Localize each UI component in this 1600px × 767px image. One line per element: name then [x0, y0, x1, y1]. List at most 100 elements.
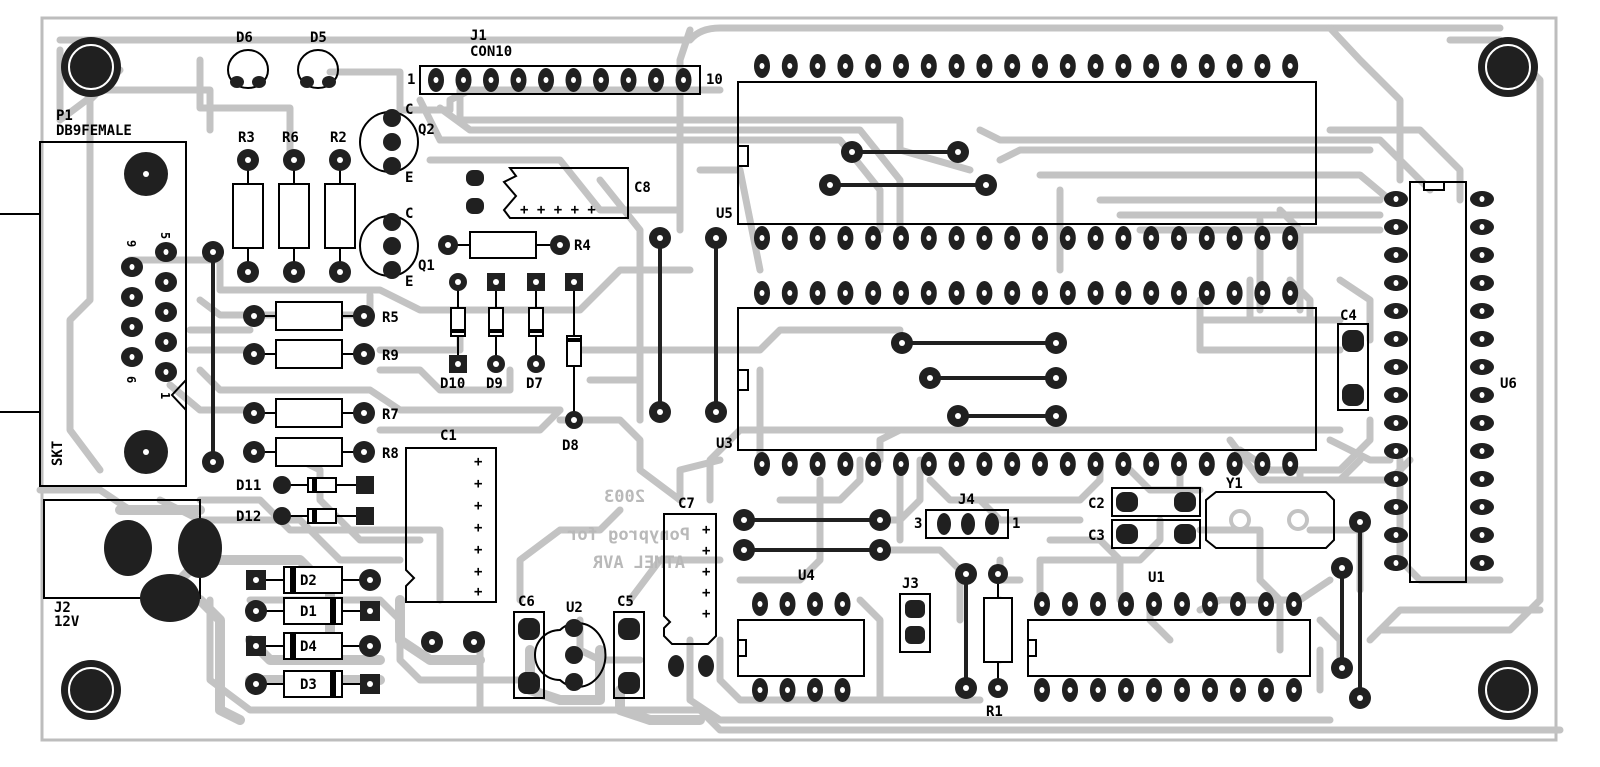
- label-d3: D3: [300, 677, 317, 693]
- link-pad: [841, 141, 863, 163]
- wire-link: [947, 405, 1067, 427]
- ic-pin: [1470, 415, 1494, 431]
- resistor-pad: [243, 305, 265, 327]
- label-skt: SKT: [50, 441, 66, 466]
- horizontal-resistor: [243, 339, 375, 369]
- ic-pin: [1143, 226, 1160, 250]
- ic-pin: [1174, 678, 1190, 702]
- transistor-q1: C E Q1: [359, 206, 435, 290]
- diode-pad: [360, 674, 380, 694]
- ic-pin: [1230, 678, 1246, 702]
- ic-pin: [1226, 452, 1243, 476]
- ic-pin: [779, 678, 796, 702]
- c1-plus-3: +: [474, 498, 482, 514]
- db9-pin: [121, 287, 143, 307]
- ic-pin: [1115, 452, 1132, 476]
- j1-pin: [455, 68, 472, 92]
- ic-pin: [1059, 452, 1076, 476]
- label-c1: C1: [440, 428, 457, 444]
- label-u4: U4: [798, 568, 815, 584]
- db9-pin: [155, 272, 177, 292]
- c7-plus-5: +: [702, 606, 710, 622]
- label-j1-pin10: 10: [706, 72, 723, 88]
- ic-pin: [1198, 281, 1215, 305]
- resistor-pad: [237, 149, 259, 171]
- label-j4-pin3: 3: [914, 516, 922, 532]
- ic-pin: [976, 226, 993, 250]
- ic-pin: [781, 54, 798, 78]
- ic-pin: [809, 452, 826, 476]
- ic-pin: [1087, 281, 1104, 305]
- ic-pin: [920, 281, 937, 305]
- wire-link: [955, 563, 977, 699]
- ic-pin: [754, 452, 770, 476]
- ic-pin: [837, 452, 854, 476]
- link-pad: [869, 539, 891, 561]
- horizontal-resistor: [243, 301, 375, 331]
- label-c5: C5: [617, 594, 634, 610]
- label-u3: U3: [716, 436, 733, 452]
- ic-pin: [893, 54, 909, 78]
- label-c4: C4: [1340, 308, 1357, 324]
- ic-pin: [1143, 452, 1160, 476]
- ic-u1: U1: [1027, 570, 1311, 702]
- label-j2-value: 12V: [54, 614, 80, 630]
- ic-pin: [1384, 247, 1408, 263]
- ic-pin: [809, 226, 826, 250]
- link-pad: [955, 677, 977, 699]
- header-j4: J4 3 1: [914, 492, 1020, 539]
- label-r7: R7: [382, 407, 399, 423]
- link-pad: [1045, 367, 1067, 389]
- ic-pin: [1004, 281, 1021, 305]
- label-p1: P1: [56, 108, 73, 124]
- ic-pin: [1087, 226, 1104, 250]
- link-pad: [1331, 557, 1353, 579]
- diode-pad: [245, 600, 267, 622]
- rectifier-diode-d2: D2: [246, 566, 381, 594]
- crystal-y1: Y1: [1205, 476, 1335, 549]
- db9-pin: [155, 332, 177, 352]
- ic-pin: [809, 281, 826, 305]
- c8-plus: + + + + +: [520, 202, 596, 218]
- ic-pin: [1032, 54, 1048, 78]
- ic-pin: [1286, 678, 1302, 702]
- ic-pin: [1062, 678, 1078, 702]
- ic-pin: [807, 678, 823, 702]
- capacitor-c4: C4: [1337, 308, 1369, 411]
- ic-pin: [1059, 281, 1076, 305]
- ic-pin: [1062, 592, 1078, 616]
- ic-pin: [865, 54, 882, 78]
- mounting-hole-bottom-left: [61, 660, 121, 720]
- ic-pin: [1115, 281, 1132, 305]
- label-d7: D7: [526, 376, 543, 392]
- resistor-pad: [353, 441, 375, 463]
- small-diode: [487, 273, 505, 373]
- label-d2: D2: [300, 573, 317, 589]
- ic-pin: [754, 226, 770, 250]
- label-d1: D1: [300, 604, 317, 620]
- connector-p1-db9: P1 DB9FEMALE SKT 5 9 6 1: [0, 108, 187, 487]
- ic-pin: [1174, 592, 1190, 616]
- label-q1-c: C: [405, 206, 413, 222]
- link-pad: [649, 227, 671, 249]
- label-p1-pin5: 5: [158, 232, 172, 239]
- wire-link: [819, 174, 997, 196]
- link-pad: [891, 332, 913, 354]
- mounting-hole-bottom-right: [1478, 660, 1538, 720]
- ic-pin: [1384, 359, 1408, 375]
- link-pad: [733, 539, 755, 561]
- j1-pin: [428, 68, 444, 92]
- label-r9: R9: [382, 348, 399, 364]
- led-d6: D6: [226, 30, 270, 89]
- ic-pin: [754, 281, 770, 305]
- j1-pin: [483, 68, 499, 92]
- diode-pad: [449, 355, 467, 373]
- ic-pin: [1282, 281, 1299, 305]
- diode-pad: [449, 273, 467, 291]
- db9-pin: [155, 302, 177, 322]
- c1-plus-5: +: [474, 542, 482, 558]
- label-d4: D4: [300, 639, 317, 655]
- mounting-hole-top-left: [61, 37, 121, 97]
- wire-link: [891, 332, 1067, 354]
